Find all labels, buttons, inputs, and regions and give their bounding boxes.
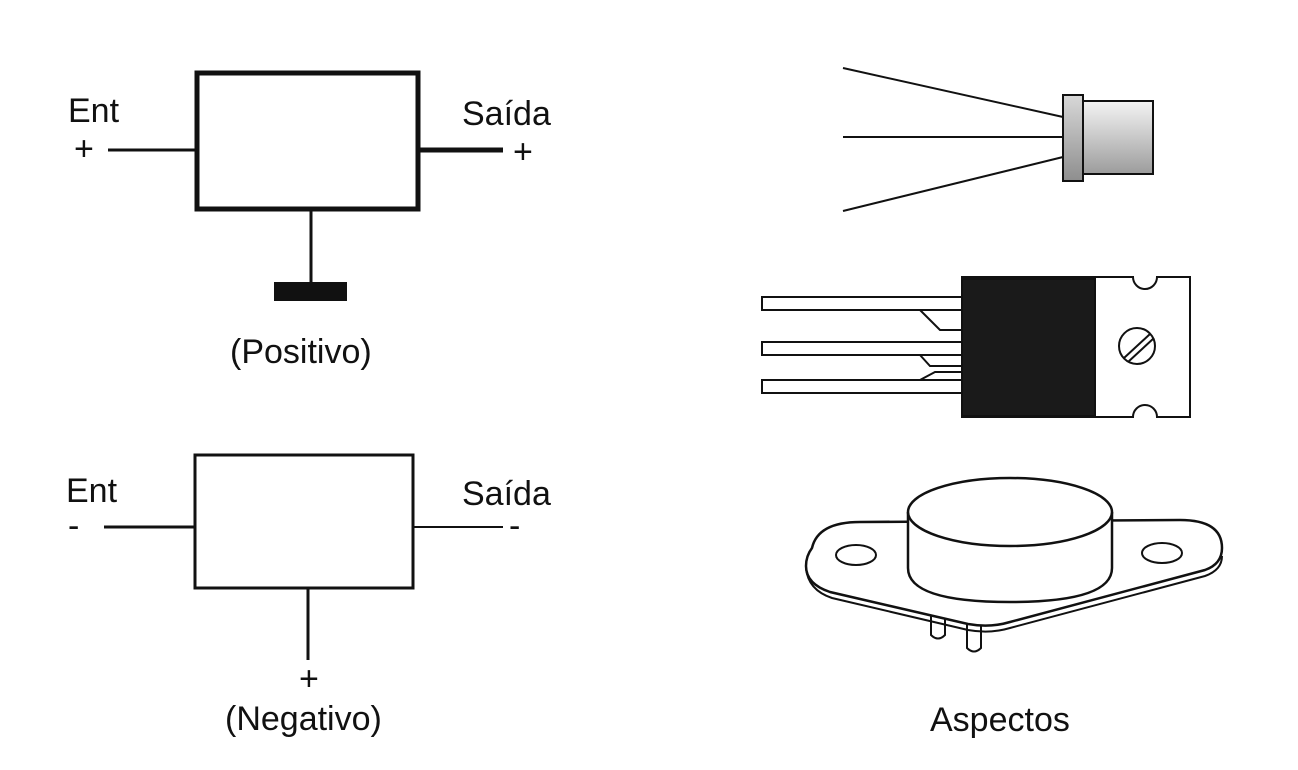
- positive-output-sign: +: [513, 133, 533, 171]
- can-lead-bottom: [842, 156, 1064, 212]
- can-flange: [1062, 94, 1084, 182]
- to220-lead-1: [761, 296, 963, 311]
- can-lead-top: [842, 67, 1064, 118]
- to220-body: [961, 278, 1096, 417]
- positive-output-label: Saída: [462, 95, 551, 133]
- to220-lead-3: [761, 379, 963, 394]
- to3-hole-left: [835, 544, 877, 566]
- negative-caption: (Negativo): [225, 700, 382, 738]
- negative-regulator: Ent - Saída - + (Negativo): [66, 453, 551, 738]
- positive-input-label: Ent: [68, 92, 120, 130]
- packages-caption: Aspectos: [930, 701, 1070, 739]
- to3-package-drawing: [804, 476, 1224, 653]
- to3-can-top: [906, 476, 1114, 548]
- positive-regulator-box: [194, 70, 421, 212]
- negative-regulator-box: [193, 453, 415, 590]
- positive-ground-bar: [274, 282, 347, 301]
- to3-hole-right: [1141, 542, 1183, 564]
- to220-package-drawing: [761, 276, 1191, 418]
- negative-input-label: Ent: [66, 472, 118, 510]
- negative-input-sign: -: [68, 507, 79, 545]
- can-package-drawing: [842, 67, 1154, 212]
- can-body: [1082, 100, 1154, 175]
- positive-regulator: Ent + Saída + (Positivo): [68, 70, 551, 371]
- positive-input-sign: +: [74, 130, 94, 168]
- negative-ground-sign: +: [299, 660, 319, 698]
- negative-output-sign: -: [509, 507, 520, 545]
- to220-lead-2: [761, 341, 963, 356]
- positive-caption: (Positivo): [230, 333, 372, 371]
- negative-output-label: Saída: [462, 475, 551, 513]
